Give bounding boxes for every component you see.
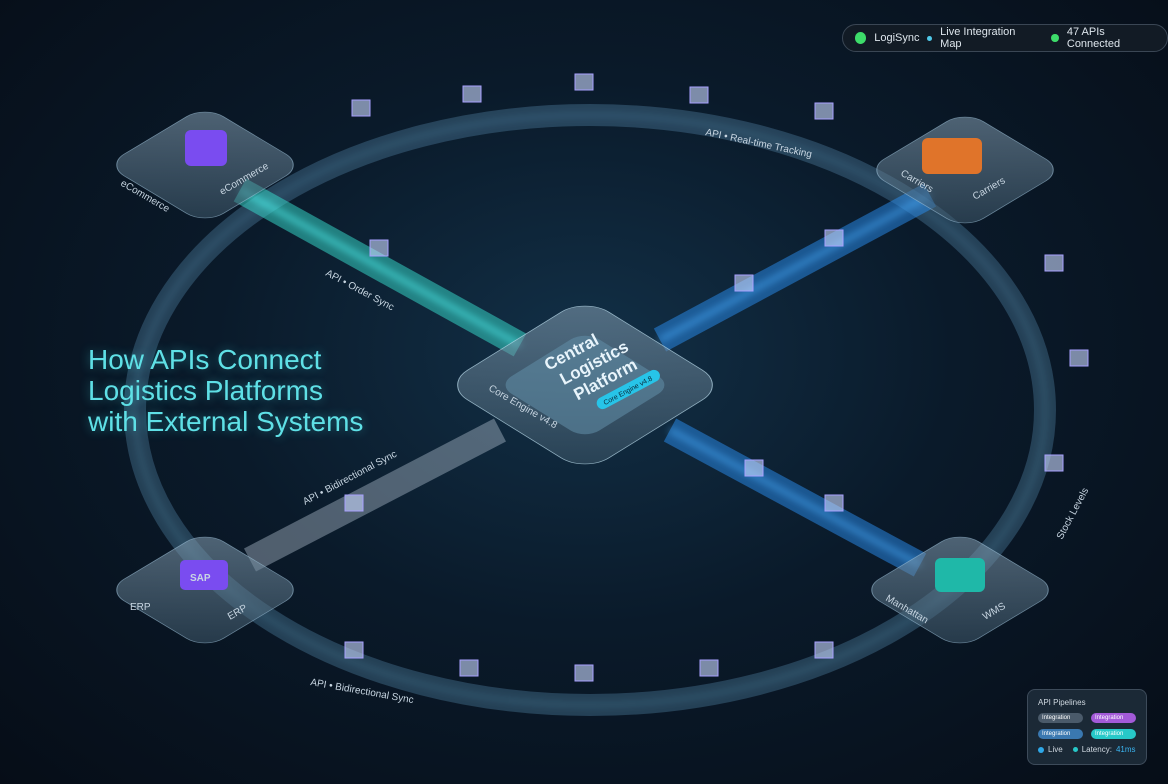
conn-stock-label: Stock Levels — [1055, 486, 1091, 541]
sap-logo-icon — [180, 560, 228, 590]
map-subtitle: Live Integration Map — [940, 26, 1016, 50]
legend-item: Integration — [1091, 713, 1136, 723]
api-cube-markers — [344, 73, 1089, 682]
brand-status-icon — [855, 32, 867, 44]
erp-label-left: ERP — [130, 602, 151, 613]
legend-title: API Pipelines — [1038, 698, 1086, 707]
brand-name: LogiSync — [874, 32, 920, 44]
bullet-icon — [927, 35, 933, 41]
warehouse-icon — [935, 558, 985, 592]
pipe-erp — [244, 418, 506, 572]
legend-panel: API Pipelines Integration Integration In… — [1027, 689, 1147, 765]
erp-logo-text: SAP — [190, 573, 211, 584]
fedex-dhl-logo-icon — [922, 138, 982, 174]
latency-dot-icon — [1072, 747, 1078, 752]
legend-latency-value: 41ms — [1115, 745, 1136, 754]
header-status-pill: LogiSync Live Integration Map 47 APIs Co… — [842, 24, 1168, 52]
central-platform-node[interactable] — [444, 297, 727, 472]
legend-item: Integration — [1038, 713, 1083, 723]
legend-item: Integration — [1091, 729, 1136, 739]
amazon-logo-icon — [185, 130, 227, 166]
legend-item: Integration — [1038, 729, 1083, 739]
connected-status-icon — [1051, 34, 1059, 42]
legend-live: Live — [1048, 745, 1063, 754]
legend-latency-label: Latency: — [1081, 745, 1112, 754]
apis-connected-count: 47 APIs Connected — [1066, 26, 1121, 50]
live-dot-icon — [1038, 746, 1044, 753]
